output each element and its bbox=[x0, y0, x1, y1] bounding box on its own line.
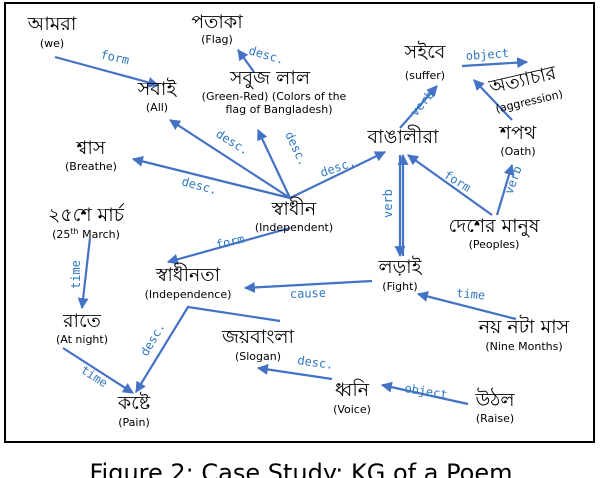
edge-suffer-aggression bbox=[461, 57, 529, 69]
node-raise: উঠল (Raise) bbox=[474, 388, 515, 425]
node-breathe: শ্বাস (Breathe) bbox=[65, 137, 117, 173]
node-green-red-english-1: (Green-Red) (Colors of the bbox=[202, 90, 347, 103]
edge-slogan-pain bbox=[135, 305, 281, 393]
edge-march-night bbox=[77, 237, 92, 310]
node-voice-bangla: ধ্বনি bbox=[335, 379, 370, 401]
node-aggression: অত্যাচার (aggression) bbox=[486, 62, 564, 116]
node-flag-bangla: পতাকা bbox=[191, 11, 243, 33]
node-independence-english: (Independence) bbox=[145, 288, 232, 301]
node-we: আমরা (we) bbox=[27, 13, 77, 50]
node-25th-march: ২৫শে মার্চ (25th March) bbox=[48, 203, 125, 241]
node-pain-bangla: কষ্টে bbox=[117, 392, 151, 414]
node-all: সবাই (All) bbox=[137, 78, 178, 114]
edge-label-desc-voice: desc. bbox=[297, 353, 335, 372]
node-bengalis: বাঙালীরা bbox=[366, 125, 439, 148]
edge-label-verb-oath: verb bbox=[502, 164, 525, 196]
edge-fight-independence bbox=[243, 279, 373, 293]
figure-caption: Figure 2: Case Study: KG of a Poem bbox=[89, 459, 513, 478]
node-pain-english: (Pain) bbox=[118, 416, 150, 429]
edge-label-form-independence: form bbox=[215, 232, 246, 252]
edge-oath-aggression bbox=[473, 79, 513, 121]
edge-label-desc-vertical: desc. bbox=[282, 129, 310, 168]
node-green-red-english-2: flag of Bangladesh) bbox=[225, 103, 332, 116]
node-slogan-english: (Slogan) bbox=[235, 350, 281, 363]
node-all-english: (All) bbox=[146, 101, 168, 114]
node-oath: শপথ (Oath) bbox=[499, 122, 537, 158]
node-peoples-english: (Peoples) bbox=[469, 238, 520, 251]
node-oath-bangla: শপথ bbox=[499, 122, 537, 144]
node-all-bangla: সবাই bbox=[137, 78, 178, 100]
diagram-frame bbox=[4, 2, 595, 443]
node-at-night-bangla: রাতে bbox=[62, 310, 102, 332]
node-bengalis-bangla: বাঙালীরা bbox=[366, 125, 439, 148]
edge-raise-voice bbox=[380, 381, 469, 406]
edge-ninemonths-fight bbox=[416, 291, 517, 321]
node-independent-bangla: স্বাধীন bbox=[271, 197, 317, 220]
edge-label-time-march: time bbox=[69, 260, 83, 289]
node-fight-english: (Fight) bbox=[382, 280, 417, 293]
node-suffer: সইবে (suffer) bbox=[404, 41, 446, 82]
knowledge-graph: form desc. desc. desc. desc. desc. objec… bbox=[27, 11, 570, 429]
edge-label-object-bottom: object bbox=[404, 381, 449, 402]
node-we-english: (we) bbox=[40, 37, 64, 50]
edge-peoples-bangali bbox=[407, 154, 493, 216]
node-independent: স্বাধীন (Independent) bbox=[255, 197, 333, 234]
node-suffer-english: (suffer) bbox=[405, 69, 445, 82]
node-nine-months-bangla: নয় নটা মাস bbox=[478, 315, 570, 338]
node-pain: কষ্টে (Pain) bbox=[117, 392, 151, 429]
edge-independent-bangali bbox=[289, 151, 386, 199]
node-fight: লড়াই (Fight) bbox=[377, 256, 422, 293]
node-raise-english: (Raise) bbox=[476, 412, 514, 425]
node-voice: ধ্বনি (Voice) bbox=[333, 379, 371, 416]
node-independent-english: (Independent) bbox=[255, 221, 333, 234]
node-nine-months-english: (Nine Months) bbox=[485, 340, 562, 353]
node-at-night: রাতে (At night) bbox=[56, 310, 108, 346]
node-nine-months: নয় নটা মাস (Nine Months) bbox=[478, 315, 570, 353]
node-independence: স্বাধীনতা (Independence) bbox=[145, 263, 232, 301]
node-voice-english: (Voice) bbox=[333, 403, 371, 416]
edges bbox=[54, 49, 529, 406]
node-peoples-bangla: দেশের মানুষ bbox=[449, 215, 540, 237]
node-flag: পতাকা (Flag) bbox=[191, 11, 243, 46]
node-suffer-bangla: সইবে bbox=[404, 41, 446, 63]
edge-label-verb-fight: verb bbox=[381, 189, 395, 218]
node-breathe-english: (Breathe) bbox=[65, 160, 117, 173]
edge-independent-all bbox=[169, 119, 291, 199]
edge-night-pain bbox=[62, 347, 134, 394]
node-breathe-bangla: শ্বাস bbox=[76, 137, 106, 159]
node-green-red-bangla: সবুজ লাল bbox=[229, 67, 311, 89]
edge-label-cause: cause bbox=[290, 286, 327, 301]
edge-label-form-top: form bbox=[99, 47, 130, 67]
node-oath-english: (Oath) bbox=[500, 145, 535, 158]
node-slogan-bangla: জয়বাংলা bbox=[221, 326, 295, 348]
node-at-night-english: (At night) bbox=[56, 333, 108, 346]
node-25th-march-english: (25th March) bbox=[52, 227, 120, 241]
edge-label-desc-pain: desc. bbox=[137, 320, 167, 358]
node-independence-bangla: স্বাধীনতা bbox=[155, 263, 221, 286]
edge-independent-independence bbox=[166, 226, 291, 265]
edge-peoples-oath bbox=[495, 163, 515, 216]
edge-bangali-suffer bbox=[399, 85, 438, 129]
node-we-bangla: আমরা bbox=[27, 13, 77, 35]
node-fight-bangla: লড়াই bbox=[377, 256, 422, 278]
edge-greenred-flag bbox=[237, 49, 255, 73]
edge-label-time-nine: time bbox=[456, 286, 486, 302]
node-raise-bangla: উঠল bbox=[474, 388, 515, 411]
edge-independent-greenred bbox=[257, 129, 291, 199]
edge-we-all bbox=[54, 55, 160, 88]
edge-label-object-top: object bbox=[465, 46, 509, 63]
edge-voice-slogan bbox=[256, 364, 333, 381]
edge-independent-breathe bbox=[131, 156, 291, 200]
node-25th-march-bangla: ২৫শে মার্চ bbox=[48, 203, 125, 226]
node-green-red: সবুজ লাল (Green-Red) (Colors of the flag… bbox=[202, 67, 347, 116]
node-slogan: জয়বাংলা (Slogan) bbox=[221, 326, 295, 363]
edge-label-desc-flag: desc. bbox=[247, 43, 286, 66]
node-flag-english: (Flag) bbox=[201, 33, 233, 46]
node-peoples: দেশের মানুষ (Peoples) bbox=[449, 215, 540, 251]
